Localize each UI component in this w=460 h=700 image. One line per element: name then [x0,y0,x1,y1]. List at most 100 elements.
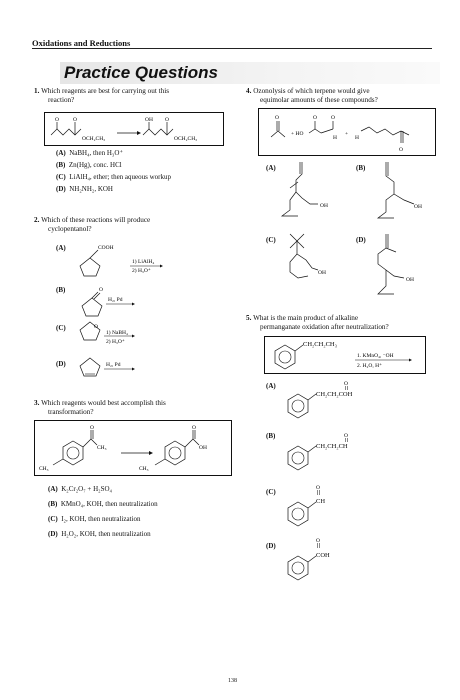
option-c-structure: O CH [287,485,325,527]
reagent-step-1: 1) NaBH₄ [106,329,128,336]
question-text-cont: reaction? [48,96,75,104]
section-header: Oxidations and Reductions [32,38,131,48]
question-4: 4. Ozonolysis of which terpene would giv… [246,87,436,105]
propyl-group: CH₂CH₂CH₃ [303,341,337,348]
carbonyl-o: O [55,117,59,123]
product-ester-group: OCH₂CH₃ [174,136,197,142]
reaction-scheme: CH₂CH₂CH₃ 1. KMnO₄, ⁻OH 2. H₂O, H⁺ [274,341,412,370]
ring-oxygen: O [94,324,98,330]
option-a[interactable]: (A) K₂Cr₂O₇ + H₂SO₄ [48,485,112,493]
ketone-o: O [399,147,403,153]
question-3-reaction-box: O CH₃ CH₃ O OH CH₃ [34,420,232,476]
aldehyde-o: O [313,115,317,121]
question-text: Ozonolysis of which terpene would give [253,87,370,95]
plus-sign: + [345,131,348,137]
option-b[interactable]: (B) Zn(Hg), conc. HCl [56,161,122,169]
question-1-options: (A) NaBH₄, then H₃O⁺ (B) Zn(Hg), conc. H… [56,149,171,194]
reagent-step-1: 1. KMnO₄, ⁻OH [357,353,394,359]
option-b[interactable]: (B) KMnO₄, KOH, then neutralization [48,500,158,508]
hydroxyl: OH [414,204,422,210]
page-number: 138 [228,678,237,684]
option-c[interactable]: (C) [56,324,66,332]
option-c[interactable]: (C) LiAlH₄, ether; then aqueous workup [56,173,171,181]
hydroxyl-label: OH [145,117,153,123]
option-a[interactable]: (A) [266,382,276,390]
acid-group: COH [316,552,330,559]
question-3: 3. Which reagents would best accomplish … [34,399,224,417]
reagent-step-1: 1) LiAlH₄ [132,258,154,265]
question-number: 5. [246,314,252,322]
aldehyde-h: H [333,135,337,141]
question-number: 3. [34,399,40,407]
reagent-step-2: 2) H₃O⁺ [106,338,125,345]
product-ring-methyl: CH₃ [139,466,149,472]
option-a[interactable]: (A) NaBH₄, then H₃O⁺ [56,149,124,157]
option-b-structure: O CH₂CH₂CH [287,433,348,471]
option-c-terpene: OH [289,233,326,279]
hydroxyl: OH [406,277,414,283]
reaction-scheme: O O OCH₂CH₃ OH O OCH₂CH₃ [50,117,197,142]
header-rule [32,48,432,49]
option-c[interactable]: (C) [266,236,276,244]
option-a-structure: O CH₂CH₂COH [287,381,353,419]
question-text-cont: transformation? [48,408,94,416]
side-chain: CH₂CH₂COH [316,391,353,398]
aldehyde-group: CH [316,498,325,505]
option-d-terpene: OH [377,234,414,295]
option-d[interactable]: (D) [56,360,66,368]
question-text: What is the main product of alkaline [253,314,359,322]
option-a-structure: COOH 1) LiAlH₄ 2) H₃O⁺ [79,245,163,277]
option-d[interactable]: (D) NH₂NH₂, KOH [56,185,113,193]
option-b-structure: O H₂, Pd [81,287,135,317]
question-text-cont: permanganate oxidation after neutralizat… [260,323,389,331]
option-b[interactable]: (B) [356,164,366,172]
question-5: 5. What is the main product of alkaline … [246,314,446,332]
ester-o: O [73,117,77,123]
question-text: Which reagents are best for carrying out… [41,87,169,95]
option-a[interactable]: (A) [266,164,276,172]
carbonyl-o: O [99,287,103,293]
option-d[interactable]: (D) H₂O₂, KOH, then neutralization [48,530,151,538]
option-b[interactable]: (B) [56,286,66,294]
option-d[interactable]: (D) [356,236,366,244]
question-1: 1. Which reagents are best for carrying … [34,87,224,105]
question-number: 2. [34,216,40,224]
acetone-o: O [275,115,279,121]
question-1-reaction-box: O O OCH₂CH₃ OH O OCH₂CH₃ [44,112,224,146]
option-b-terpene: OH [376,162,422,219]
option-b[interactable]: (B) [266,432,276,440]
carbonyl-o: O [344,433,348,439]
question-text-cont: cyclopentanol? [48,225,92,233]
ester-group: OCH₂CH₃ [82,136,105,142]
product-ester-o: O [165,117,169,123]
carbonyl-o: O [316,485,320,491]
plus-ho: + HO [291,131,303,137]
option-d-structure: H₂, Pd [79,357,135,377]
question-4-products-box: O + HO O O H + H O [258,108,436,156]
option-a[interactable]: (A) [56,244,66,252]
acid-o: O [192,425,196,431]
title-band [60,62,440,84]
reagent: H₂, Pd [108,297,123,303]
carboxyl-group: COOH [98,245,114,251]
side-chain: CH₂CH₂CH [316,443,348,450]
question-number: 4. [246,87,252,95]
question-text-cont: equimolar amounts of these compounds? [260,96,378,104]
option-d-structure: O COH [287,538,330,581]
option-c[interactable]: (C) [266,488,276,496]
question-text: Which reagents would best accomplish thi… [41,399,166,407]
carbonyl-o: O [344,381,348,387]
question-number: 1. [34,87,40,95]
carbonyl-o: O [316,538,320,544]
acid-oh: OH [199,445,207,451]
option-d[interactable]: (D) [266,542,276,550]
question-2: 2. Which of these reactions will produce… [34,216,224,234]
reagent-step-2: 2) H₃O⁺ [132,267,151,274]
page-title: Practice Questions [64,63,219,82]
ketone-o: O [90,425,94,431]
ozonolysis-products: O + HO O O H + H O [270,115,410,153]
acetyl-methyl: CH₃ [97,445,107,451]
option-c[interactable]: (C) I₂, KOH, then neutralization [48,515,141,523]
reagent-step-2: 2. H₂O, H⁺ [357,362,382,369]
hydroxyl: OH [320,203,328,209]
